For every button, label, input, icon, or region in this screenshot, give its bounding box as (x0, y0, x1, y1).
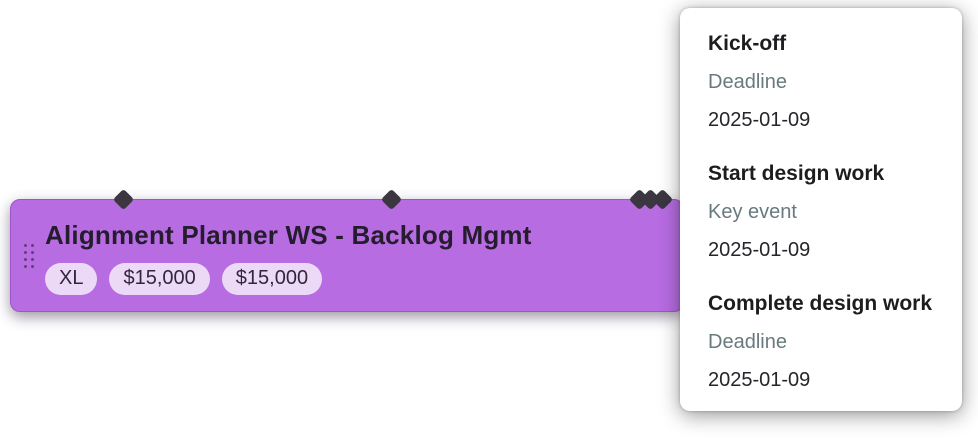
event-date: 2025-01-09 (708, 239, 811, 261)
budget-badge: $15,000 (109, 263, 210, 295)
event-type-label: Key event (708, 201, 797, 223)
tooltip-entry: Start design work Key event 2025-01-09 (708, 160, 946, 264)
task-badges: XL $15,000 $15,000 (45, 263, 323, 295)
event-date: 2025-01-09 (708, 369, 811, 391)
event-type-label: Deadline (708, 331, 787, 353)
event-title: Kick-off (708, 32, 787, 55)
tooltip-entry: Complete design work Deadline 2025-01-09 (708, 290, 946, 394)
cost-badge: $15,000 (221, 263, 323, 295)
event-title: Complete design work (708, 292, 933, 315)
size-badge: XL (45, 263, 98, 295)
milestone-diamond-icon[interactable] (651, 188, 674, 211)
event-date: 2025-01-09 (708, 109, 811, 131)
task-title: Alignment Planner WS - Backlog Mgmt (45, 220, 532, 250)
tooltip-entry: Kick-off Deadline 2025-01-09 (708, 30, 946, 134)
grip-dots-icon[interactable] (24, 243, 34, 268)
gantt-task-bar[interactable]: Alignment Planner WS - Backlog Mgmt XL $… (10, 188, 684, 312)
event-title: Start design work (708, 162, 885, 185)
event-type-label: Deadline (708, 71, 787, 93)
milestone-tooltip: Kick-off Deadline 2025-01-09 Start desig… (680, 8, 962, 411)
milestone-diamond-icon[interactable] (112, 188, 135, 211)
milestone-diamond-icon[interactable] (380, 188, 403, 211)
